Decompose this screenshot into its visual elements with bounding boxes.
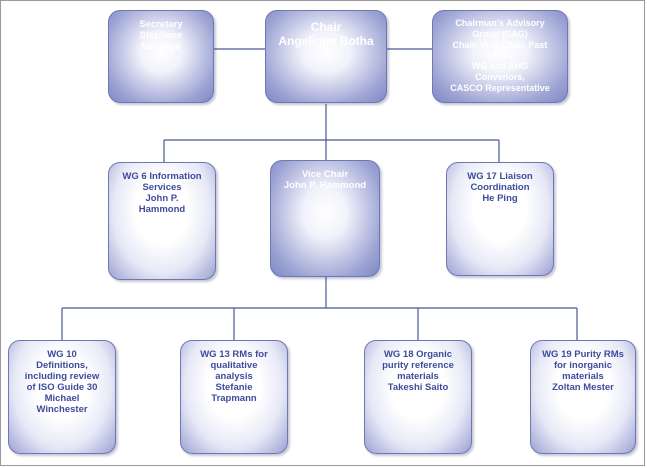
- box-line: Convenors,: [475, 71, 525, 82]
- box-line: Angelique Botha: [278, 34, 374, 48]
- box-line: Chair, Vice Chair, Past: [452, 39, 548, 50]
- box-line: materials: [562, 371, 604, 382]
- box-line: Michael: [44, 393, 80, 404]
- box-line: Vice Chair: [301, 169, 349, 180]
- box-line: Group (CAG): [472, 28, 528, 39]
- box-line: Zoltan Mester: [552, 382, 614, 393]
- chair-box: Chair Angelique Botha: [265, 10, 387, 103]
- box-line: John P. Hammond: [283, 180, 367, 191]
- box-line: WG 17 Liaison: [467, 171, 533, 182]
- box-line: qualitative: [210, 360, 258, 371]
- vice-chair-box: Vice Chair John P. Hammond: [270, 160, 380, 277]
- box-line: for inorganic: [553, 360, 613, 371]
- box-line: Chair: [310, 20, 342, 34]
- box-line: Takeshi Saito: [387, 382, 449, 393]
- box-line: purity reference: [382, 360, 454, 371]
- box-line: Chairman’s Advisory: [455, 18, 545, 28]
- wg6-box: WG 6 Information Services John P. Hammon…: [108, 162, 216, 280]
- box-line: Secretary: [139, 19, 183, 30]
- box-line: Stefanie: [215, 382, 253, 393]
- wg13-box: WG 13 RMs for qualitative analysis Stefa…: [180, 340, 288, 454]
- box-line: CASCO Representative: [450, 82, 550, 93]
- box-line: analysis: [215, 371, 253, 382]
- box-line: He Ping: [482, 193, 518, 204]
- box-line: Sauvage: [141, 41, 181, 52]
- box-line: Definitions,: [36, 360, 88, 371]
- box-line: including review: [24, 371, 100, 382]
- box-line: WG 19 Purity RMs: [542, 349, 624, 360]
- box-line: Services: [142, 182, 182, 193]
- wg10-box: WG 10 Definitions, including review of I…: [8, 340, 116, 454]
- box-line: WG 13 RMs for: [200, 349, 268, 360]
- box-line: WG and AHG: [471, 61, 529, 72]
- wg19-box: WG 19 Purity RMs for inorganic materials…: [530, 340, 636, 454]
- box-line: of ISO Guide 30: [26, 382, 98, 393]
- box-line: WG 6 Information: [122, 171, 202, 182]
- cag-box: Chairman’s Advisory Group (CAG) Chair, V…: [432, 10, 568, 103]
- box-line: John P.: [145, 193, 179, 204]
- box-line: Hammond: [138, 204, 186, 215]
- box-line: WG 18 Organic: [383, 349, 453, 360]
- box-line: Trapmann: [211, 393, 257, 404]
- box-line: WG 10: [47, 349, 77, 360]
- box-line: Stéphane: [139, 30, 183, 41]
- box-line: Chair,: [487, 50, 513, 61]
- secretary-box: Secretary Stéphane Sauvage: [108, 10, 214, 103]
- box-line: materials: [397, 371, 439, 382]
- box-line: Coordination: [470, 182, 530, 193]
- wg18-box: WG 18 Organic purity reference materials…: [364, 340, 472, 454]
- wg17-box: WG 17 Liaison Coordination He Ping: [446, 162, 554, 276]
- box-line: Winchester: [36, 404, 88, 415]
